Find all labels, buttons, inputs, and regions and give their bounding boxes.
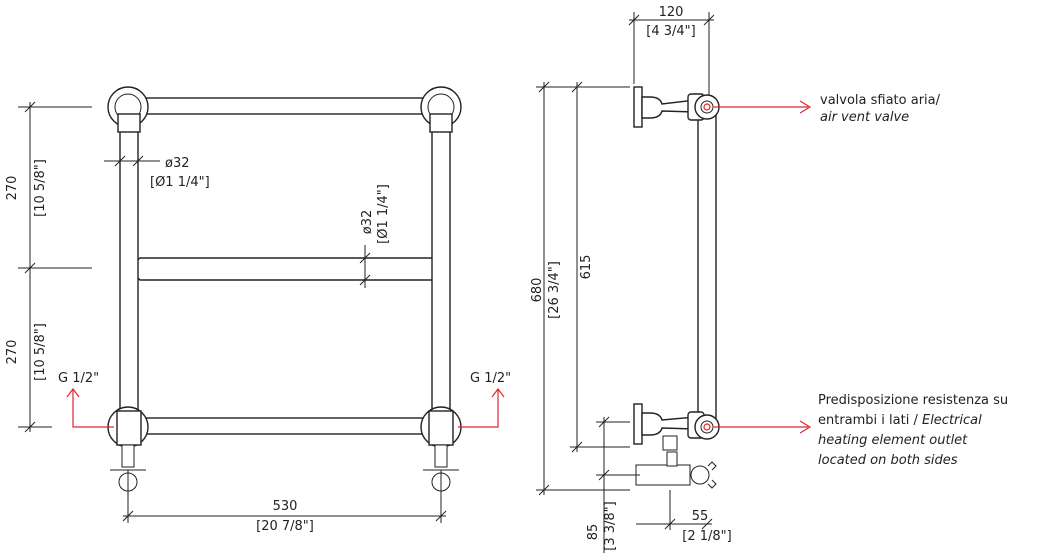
dim-valve-offset-inches: [2 1/8"] bbox=[682, 529, 731, 544]
dim-bar-dia-value: ø32 bbox=[360, 210, 375, 235]
dim-height-bottom-inches: [10 5/8"] bbox=[33, 323, 48, 381]
wall-bracket-bottom bbox=[633, 403, 720, 445]
front-view: G 1/2" G 1/2" 270 [10 5/8"] 270 [10 5/8"… bbox=[5, 86, 511, 534]
dim-bar-diameter bbox=[359, 245, 371, 288]
valve-right bbox=[423, 444, 459, 500]
callout-heater-line4: located on both sides bbox=[818, 453, 958, 468]
dim-side-valve-offset bbox=[636, 490, 713, 530]
dim-pipe-diameter bbox=[104, 155, 160, 167]
callout-heater-line1: Predisposizione resistenza su bbox=[818, 393, 1008, 408]
callout-vent-italian: valvola sfiato aria/ bbox=[820, 93, 941, 108]
dim-total-height-value: 680 bbox=[530, 278, 545, 303]
corner-fitting-bottom-right bbox=[420, 406, 462, 448]
right-upright bbox=[431, 124, 451, 416]
thread-label-right: G 1/2" bbox=[470, 371, 511, 386]
callout-heater-line2: entrambi i lati / Electrical bbox=[818, 413, 982, 428]
inlet-arrow-right bbox=[458, 388, 505, 428]
callout-heater-line2-english: Electrical bbox=[922, 413, 982, 428]
wall-bracket-top bbox=[633, 86, 720, 128]
dim-centers-value: 615 bbox=[579, 255, 594, 280]
dim-valve-height-inches: [3 3/8"] bbox=[603, 501, 618, 550]
corner-fitting-top-left bbox=[107, 86, 149, 133]
dim-side-depth bbox=[628, 12, 715, 95]
callout-air-vent: valvola sfiato aria/ air vent valve bbox=[714, 93, 941, 125]
dim-front-height bbox=[18, 101, 92, 433]
dim-valve-offset-value: 55 bbox=[692, 509, 709, 524]
middle-bar bbox=[126, 257, 446, 281]
dim-width-value: 530 bbox=[273, 499, 298, 514]
top-rail bbox=[137, 97, 439, 115]
left-upright bbox=[119, 124, 139, 416]
dim-pipe-dia-value: ø32 bbox=[165, 156, 190, 171]
dim-height-top-value: 270 bbox=[5, 176, 20, 201]
callout-heater-line2-italian: entrambi i lati / bbox=[818, 413, 922, 428]
dim-height-bottom-value: 270 bbox=[5, 340, 20, 365]
thread-label-left: G 1/2" bbox=[58, 371, 99, 386]
callout-heater-line3: heating element outlet bbox=[818, 433, 968, 448]
dim-front-width bbox=[122, 495, 447, 523]
dim-depth-value: 120 bbox=[659, 5, 684, 20]
callout-heating-element: Predisposizione resistenza su entrambi i… bbox=[714, 393, 1008, 468]
dim-height-top-inches: [10 5/8"] bbox=[33, 159, 48, 217]
dim-width-inches: [20 7/8"] bbox=[256, 519, 314, 534]
dim-depth-inches: [4 3/4"] bbox=[646, 24, 695, 39]
inlet-arrow-left bbox=[66, 388, 114, 428]
dim-total-height-inches: [26 3/4"] bbox=[547, 261, 562, 319]
bottom-rail bbox=[137, 417, 439, 435]
dim-side-valve-height bbox=[596, 416, 634, 553]
side-upright bbox=[697, 109, 717, 421]
dim-side-centers bbox=[570, 81, 630, 453]
callout-vent-english: air vent valve bbox=[820, 110, 909, 125]
dim-pipe-dia-inches: [Ø1 1/4"] bbox=[150, 175, 210, 190]
dim-valve-height-value: 85 bbox=[586, 524, 601, 541]
side-valve bbox=[632, 435, 717, 489]
side-view: 120 [4 3/4"] 680 [26 3/4"] 615 bbox=[530, 5, 732, 553]
valve-left bbox=[110, 444, 146, 500]
dim-bar-dia-inches: [Ø1 1/4"] bbox=[376, 184, 391, 244]
corner-fitting-top-right bbox=[420, 86, 462, 133]
